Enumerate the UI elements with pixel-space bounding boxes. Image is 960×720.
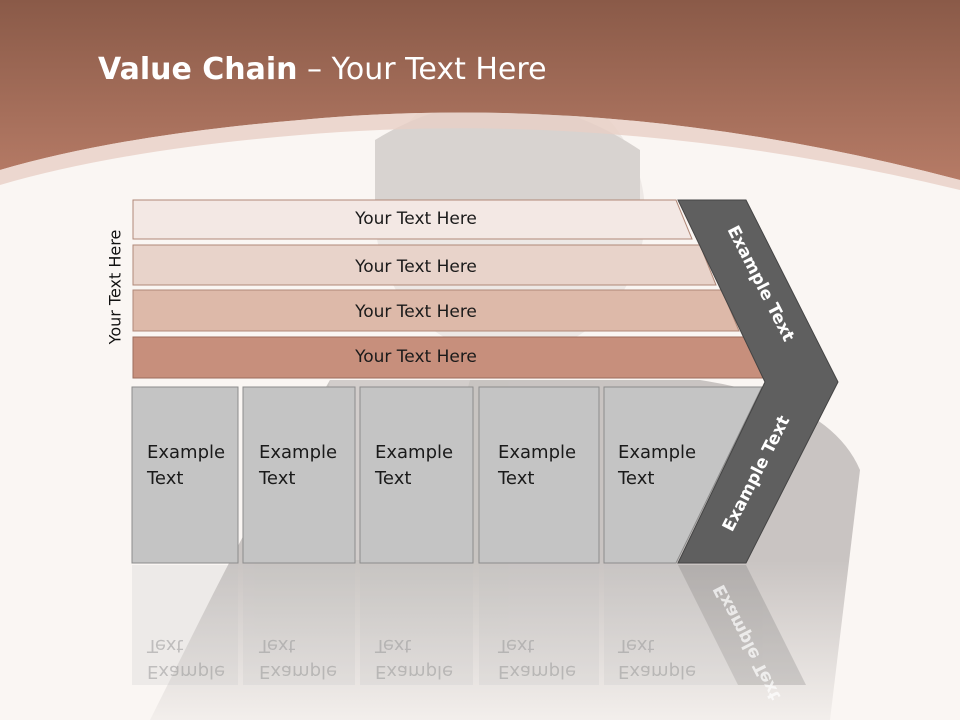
- activity-4-label: Example Text: [498, 440, 576, 492]
- support-band-2: [132, 244, 717, 286]
- activity-box-1: [131, 386, 239, 564]
- activity-3-reflection: Example Text: [375, 632, 453, 684]
- activity-1-label: Example Text: [147, 440, 225, 492]
- activity-1-line1: Example: [147, 442, 226, 463]
- activity-3-line1: Example: [375, 442, 454, 463]
- activity-5-reflection-line2: Text: [618, 635, 655, 656]
- activity-box-5: [603, 386, 763, 564]
- band-4-label: Your Text Here: [354, 347, 477, 367]
- activity-box-2: [242, 386, 356, 564]
- activity-3-reflection-line2: Text: [375, 635, 412, 656]
- activity-3-reflection-line1: Example: [375, 661, 454, 682]
- activity-1-line2: Text: [147, 468, 184, 489]
- diagram-reflection: [132, 565, 806, 685]
- header-band: [0, 0, 960, 180]
- title-rest-part: – Your Text Here: [297, 52, 547, 87]
- activity-box-3: [359, 386, 474, 564]
- activity-5-reflection-line1: Example: [618, 661, 697, 682]
- activity-3-line2: Text: [375, 468, 412, 489]
- band-2-label: Your Text Here: [354, 257, 477, 277]
- activity-2-label: Example Text: [259, 440, 337, 492]
- title-bold-part: Value Chain: [98, 52, 298, 87]
- activity-box-4: [478, 386, 600, 564]
- activity-4-reflection-line2: Text: [498, 635, 535, 656]
- activity-5-reflection: Example Text: [618, 632, 696, 684]
- band-1-label: Your Text Here: [354, 209, 477, 229]
- activity-3-label: Example Text: [375, 440, 453, 492]
- activity-1-reflection-line1: Example: [147, 661, 226, 682]
- margin-chevron: [677, 199, 839, 564]
- activity-4-line2: Text: [498, 468, 535, 489]
- activity-5-line2: Text: [618, 468, 655, 489]
- activity-4-reflection-line1: Example: [498, 661, 577, 682]
- support-band-3: [132, 289, 740, 332]
- activity-1-reflection-line2: Text: [147, 635, 184, 656]
- activity-2-reflection: Example Text: [259, 632, 337, 684]
- band-3-label: Your Text Here: [354, 302, 477, 322]
- activity-5-line1: Example: [618, 442, 697, 463]
- activity-2-line2: Text: [259, 468, 296, 489]
- activity-1-reflection: Example Text: [147, 632, 225, 684]
- activity-2-line1: Example: [259, 442, 338, 463]
- support-band-1: [132, 199, 693, 240]
- activity-4-reflection: Example Text: [498, 632, 576, 684]
- activity-2-reflection-line2: Text: [259, 635, 296, 656]
- activity-5-label: Example Text: [618, 440, 696, 492]
- activity-2-reflection-line1: Example: [259, 661, 338, 682]
- activity-4-line1: Example: [498, 442, 577, 463]
- slide-title: Value Chain – Your Text Here: [98, 52, 547, 87]
- header-curve-highlight: [0, 112, 960, 190]
